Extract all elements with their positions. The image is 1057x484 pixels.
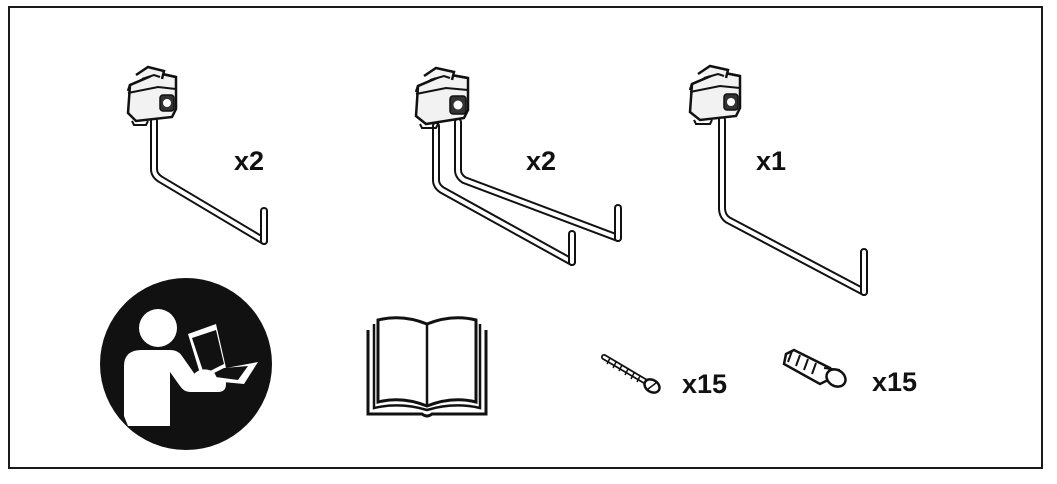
screw-quantity: x15	[682, 369, 728, 399]
screw-illustration	[600, 353, 664, 399]
double-hook-illustration	[406, 52, 636, 282]
parts-list-frame: x2 x2	[8, 6, 1043, 469]
long-hook-illustration	[678, 52, 878, 302]
wall-anchor-quantity: x15	[872, 367, 918, 397]
double-hook-quantity: x2	[526, 146, 557, 176]
wall-anchor-illustration	[780, 346, 852, 394]
open-book-icon	[364, 314, 490, 418]
single-hook-quantity: x2	[234, 146, 265, 176]
long-hook-quantity: x1	[756, 146, 787, 176]
single-hook-illustration	[106, 63, 286, 253]
read-manual-icon	[98, 276, 274, 452]
